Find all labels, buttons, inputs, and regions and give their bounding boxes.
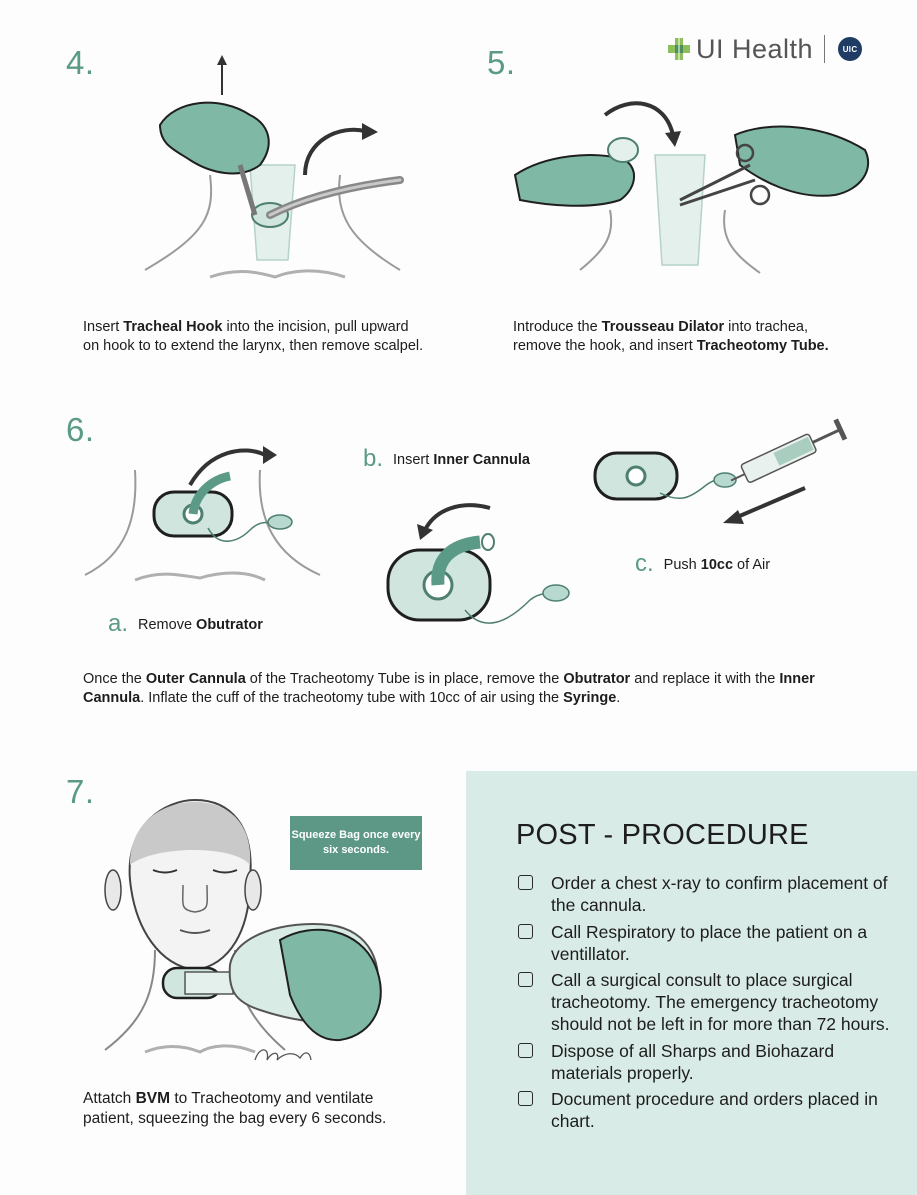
step-5-caption: Introduce the Trousseau Dilator into tra… <box>513 319 829 354</box>
step-4-illustration <box>100 55 440 285</box>
step-6b-text: Insert Inner Cannula <box>393 452 530 468</box>
cross-logo-icon <box>668 38 690 60</box>
step-5-illustration <box>505 95 880 285</box>
checkbox[interactable] <box>518 923 533 939</box>
step-6b-label: b. Insert Inner Cannula <box>363 445 530 473</box>
step-7-illustration <box>85 790 415 1080</box>
uic-badge: UIC <box>838 37 863 61</box>
checkbox[interactable] <box>518 1091 533 1106</box>
step-7-number: 7. <box>66 773 95 810</box>
step-6a-text: Remove Obutrator <box>138 617 263 633</box>
checkbox[interactable] <box>518 972 533 987</box>
post-procedure-checklist: Order a chest x-ray to confirm placement… <box>518 872 898 1137</box>
logo-text: UI Health <box>696 33 814 64</box>
step-6c-label: c. Push 10cc of Air <box>635 550 770 578</box>
step-6c-text: Push 10cc of Air <box>663 557 771 573</box>
step-6b-illustration <box>380 490 580 635</box>
checklist-item: Call Respiratory to place the patient on… <box>518 921 898 965</box>
step-6a-label: a. Remove Obutrator <box>108 610 263 638</box>
step-4-caption: Insert Tracheal Hook into the incision, … <box>83 319 424 354</box>
step-5-number: 5. <box>487 44 516 81</box>
logo-divider <box>824 35 826 63</box>
checklist-item: Order a chest x-ray to confirm placement… <box>518 872 898 916</box>
checklist-item-text: Call Respiratory to place the patient on… <box>551 921 868 964</box>
post-procedure-panel: POST - PROCEDURE Order a chest x-ray to … <box>466 771 917 1195</box>
checklist-item-text: Call a surgical consult to place surgica… <box>551 970 890 1034</box>
checklist-item-text: Document procedure and orders placed in … <box>551 1089 878 1131</box>
post-procedure-title: POST - PROCEDURE <box>516 819 809 851</box>
step-6b-letter: b. <box>363 445 384 472</box>
checklist-item: Call a surgical consult to place surgica… <box>518 969 898 1035</box>
step-4-number: 4. <box>66 44 95 81</box>
step-6c-illustration <box>590 418 865 528</box>
ui-health-logo: UI Health UIC <box>668 33 863 65</box>
step-6a-letter: a. <box>108 610 129 637</box>
step-6-caption: Once the Outer Cannula of the Tracheotom… <box>83 671 815 706</box>
checkbox[interactable] <box>518 875 533 890</box>
checklist-item: Document procedure and orders placed in … <box>518 1088 898 1132</box>
checklist-item-text: Order a chest x-ray to confirm placement… <box>551 873 888 915</box>
step-6c-letter: c. <box>635 550 654 577</box>
step-6a-illustration <box>80 440 330 585</box>
step-7-caption: Attatch BVM to Tracheotomy and ventilate… <box>83 1090 387 1127</box>
step-6-number: 6. <box>66 411 95 448</box>
checkbox[interactable] <box>518 1042 533 1058</box>
checklist-item-text: Dispose of all Sharps and Biohazard mate… <box>551 1040 835 1083</box>
checklist-item: Dispose of all Sharps and Biohazard mate… <box>518 1040 898 1084</box>
squeeze-bag-callout: Squeeze Bag once every six seconds. <box>290 816 422 870</box>
